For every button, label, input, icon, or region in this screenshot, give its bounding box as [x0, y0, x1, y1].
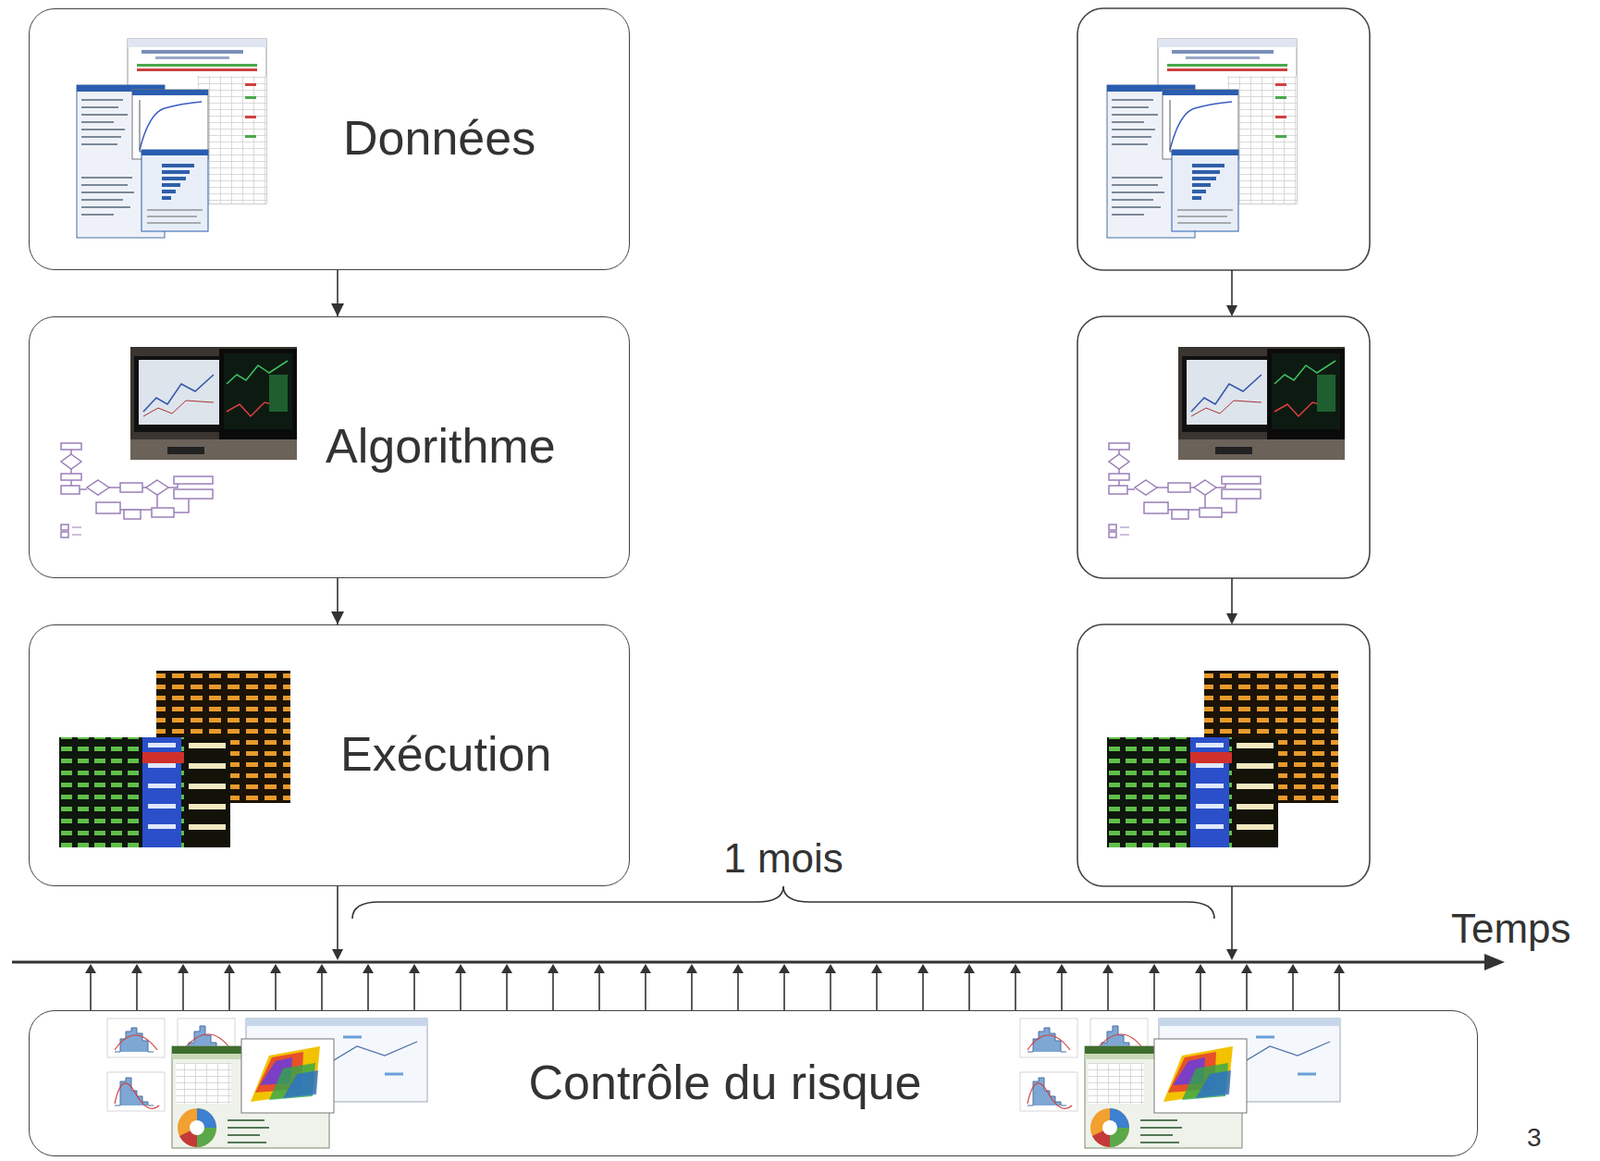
page-number: 3: [1524, 1122, 1545, 1153]
axis-label: Temps: [1448, 905, 1575, 953]
trading-screen-picture: [1178, 346, 1345, 460]
risk-control-box: Contrôle du risque: [28, 1009, 1478, 1157]
box-title: Contrôle du risque: [529, 1055, 923, 1111]
flowchart-picture: [1108, 443, 1261, 538]
repeat-arrows: [332, 270, 1238, 960]
period-label: 1 mois: [720, 835, 847, 883]
box-title: Algorithme: [325, 418, 556, 475]
trading-screen-picture: [130, 346, 297, 460]
spreadsheet-picture: [76, 38, 267, 238]
time-axis: [12, 953, 1505, 971]
box-title: Données: [343, 110, 536, 167]
execution-box-repeat: [1077, 624, 1370, 887]
flowchart-picture: [61, 443, 213, 538]
spreadsheet-picture: [1107, 38, 1297, 238]
stock-ticker-picture: [59, 670, 291, 848]
algorithm-box-repeat: [1077, 316, 1370, 579]
data-box: Données: [28, 8, 630, 271]
algorithm-box: Algorithme: [28, 316, 630, 579]
monitoring-ticks: [85, 963, 1345, 1010]
data-box-repeat: [1077, 8, 1370, 271]
flow-arrow: [336, 270, 339, 317]
risk-charts-picture: [1020, 1018, 1341, 1148]
stock-ticker-picture: [1107, 670, 1339, 848]
flow-arrow: [336, 578, 339, 625]
risk-charts-picture: [107, 1018, 428, 1148]
period-brace: [352, 886, 1215, 919]
box-title: Exécution: [340, 726, 552, 783]
execution-box: Exécution: [28, 624, 630, 887]
